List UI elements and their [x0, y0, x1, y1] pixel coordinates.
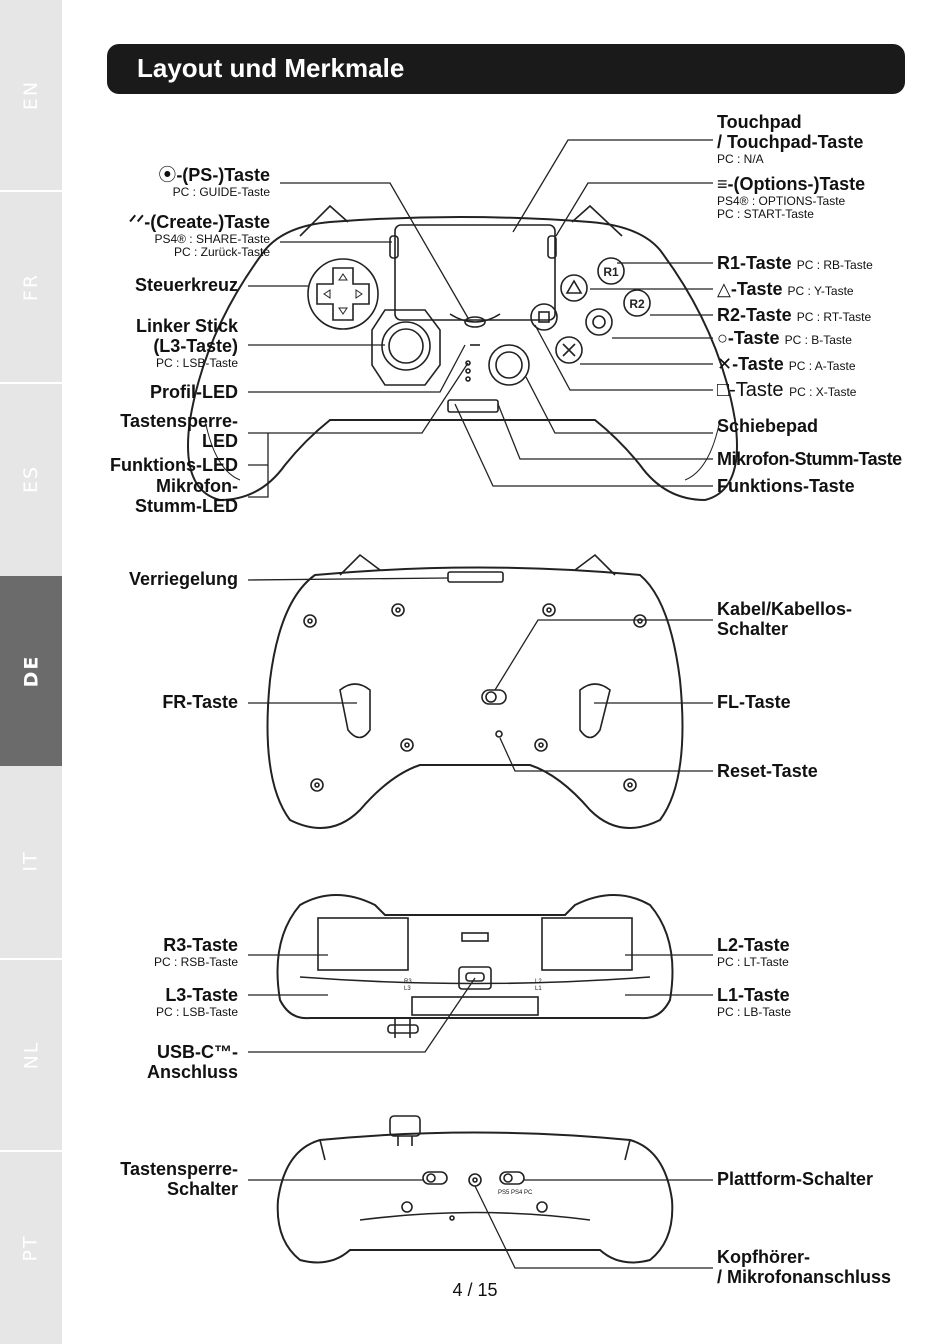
function-led-label: Funktions-LED — [110, 455, 238, 475]
dpad-label: Steuerkreuz — [134, 275, 238, 295]
controller-bottom-view — [248, 1115, 713, 1269]
svg-text:L2: L2 — [535, 979, 542, 985]
controller-back-view — [247, 553, 713, 829]
create-button-label: ᐟᐟ-(Create-)Taste PS4® : SHARE-Taste PC … — [129, 212, 270, 259]
platform-marks: PS5 PS4 PC — [498, 1190, 533, 1196]
fr-button-label: FR-Taste — [162, 692, 238, 712]
section-title-bar: Layout und Merkmale — [107, 44, 905, 94]
square-icon: □ — [717, 379, 730, 401]
circle-icon: ○ — [717, 328, 728, 348]
platform-switch-label: Plattform-Schalter — [717, 1169, 874, 1189]
circle-label: ○-Taste PC : B-Taste — [717, 328, 852, 348]
cross-label: ✕-Taste PC : A-Taste — [717, 354, 856, 374]
controller-front-view: R3 L3 L2 L1 — [248, 894, 713, 1053]
wired-switch-label: Kabel/Kabellos- Schalter — [717, 599, 853, 639]
l1-label: L1-Taste PC : LB-Taste — [717, 985, 792, 1019]
lock-led-label: Tastensperre- LED — [120, 411, 238, 451]
reset-button-label: Reset-Taste — [717, 761, 818, 781]
l3-label: L3-Taste PC : LSB-Taste — [155, 985, 238, 1019]
svg-text:L1: L1 — [535, 986, 542, 992]
language-sidebar: EN FR ES DE IT NL PT — [0, 0, 62, 1344]
svg-text:R3: R3 — [404, 979, 412, 985]
l2-label: L2-Taste PC : LT-Taste — [717, 935, 790, 969]
left-stick-label: Linker Stick (L3-Taste) PC : LSB-Taste — [135, 316, 238, 370]
options-icon: ≡ — [717, 174, 728, 194]
profile-led-label: Profil-LED — [150, 382, 238, 402]
triangle-label: △-Taste PC : Y-Taste — [717, 279, 854, 299]
triangle-icon: △ — [717, 279, 731, 299]
svg-text:R2: R2 — [629, 297, 645, 311]
r3-label: R3-Taste PC : RSB-Taste — [153, 935, 238, 969]
lock-label: Verriegelung — [128, 569, 238, 589]
mic-mute-button-label: Mikrofon-Stumm-Taste — [717, 449, 902, 469]
r1-label: R1-Taste PC : RB-Taste — [717, 253, 873, 273]
slide-pad-label: Schiebepad — [717, 416, 819, 436]
options-button-label: ≡-(Options-)Taste PS4® : OPTIONS-Taste P… — [717, 174, 866, 221]
svg-text:L3: L3 — [404, 986, 411, 992]
function-button-label: Funktions-Taste — [717, 476, 855, 496]
square-label: □-Taste PC : X-Taste — [717, 379, 857, 401]
mic-mute-led-label: Mikrofon- Stumm-LED — [135, 476, 238, 516]
touchpad-label: Touchpad / Touchpad-Taste PC : N/A — [717, 112, 864, 166]
tab-de[interactable]: DE — [0, 576, 62, 766]
ps-logo-icon: ⦿ — [158, 165, 177, 185]
controller-top-view: R1 R2 — [187, 139, 738, 502]
usbc-port-label: USB-C™- Anschluss — [146, 1042, 238, 1082]
fl-button-label: FL-Taste — [717, 692, 791, 712]
cross-icon: ✕ — [717, 354, 733, 374]
ps-button-label: ⦿-(PS-)Taste PC : GUIDE-Taste — [158, 165, 270, 199]
page-title: Layout und Merkmale — [137, 53, 405, 83]
svg-text:R1: R1 — [603, 265, 619, 279]
page-number: 4 / 15 — [452, 1280, 498, 1300]
r2-label: R2-Taste PC : RT-Taste — [717, 305, 872, 325]
headset-jack-label: Kopfhörer- / Mikrofonanschluss — [717, 1247, 892, 1287]
lock-switch-label: Tastensperre- Schalter — [120, 1159, 238, 1199]
create-icon: ᐟᐟ — [129, 212, 145, 232]
